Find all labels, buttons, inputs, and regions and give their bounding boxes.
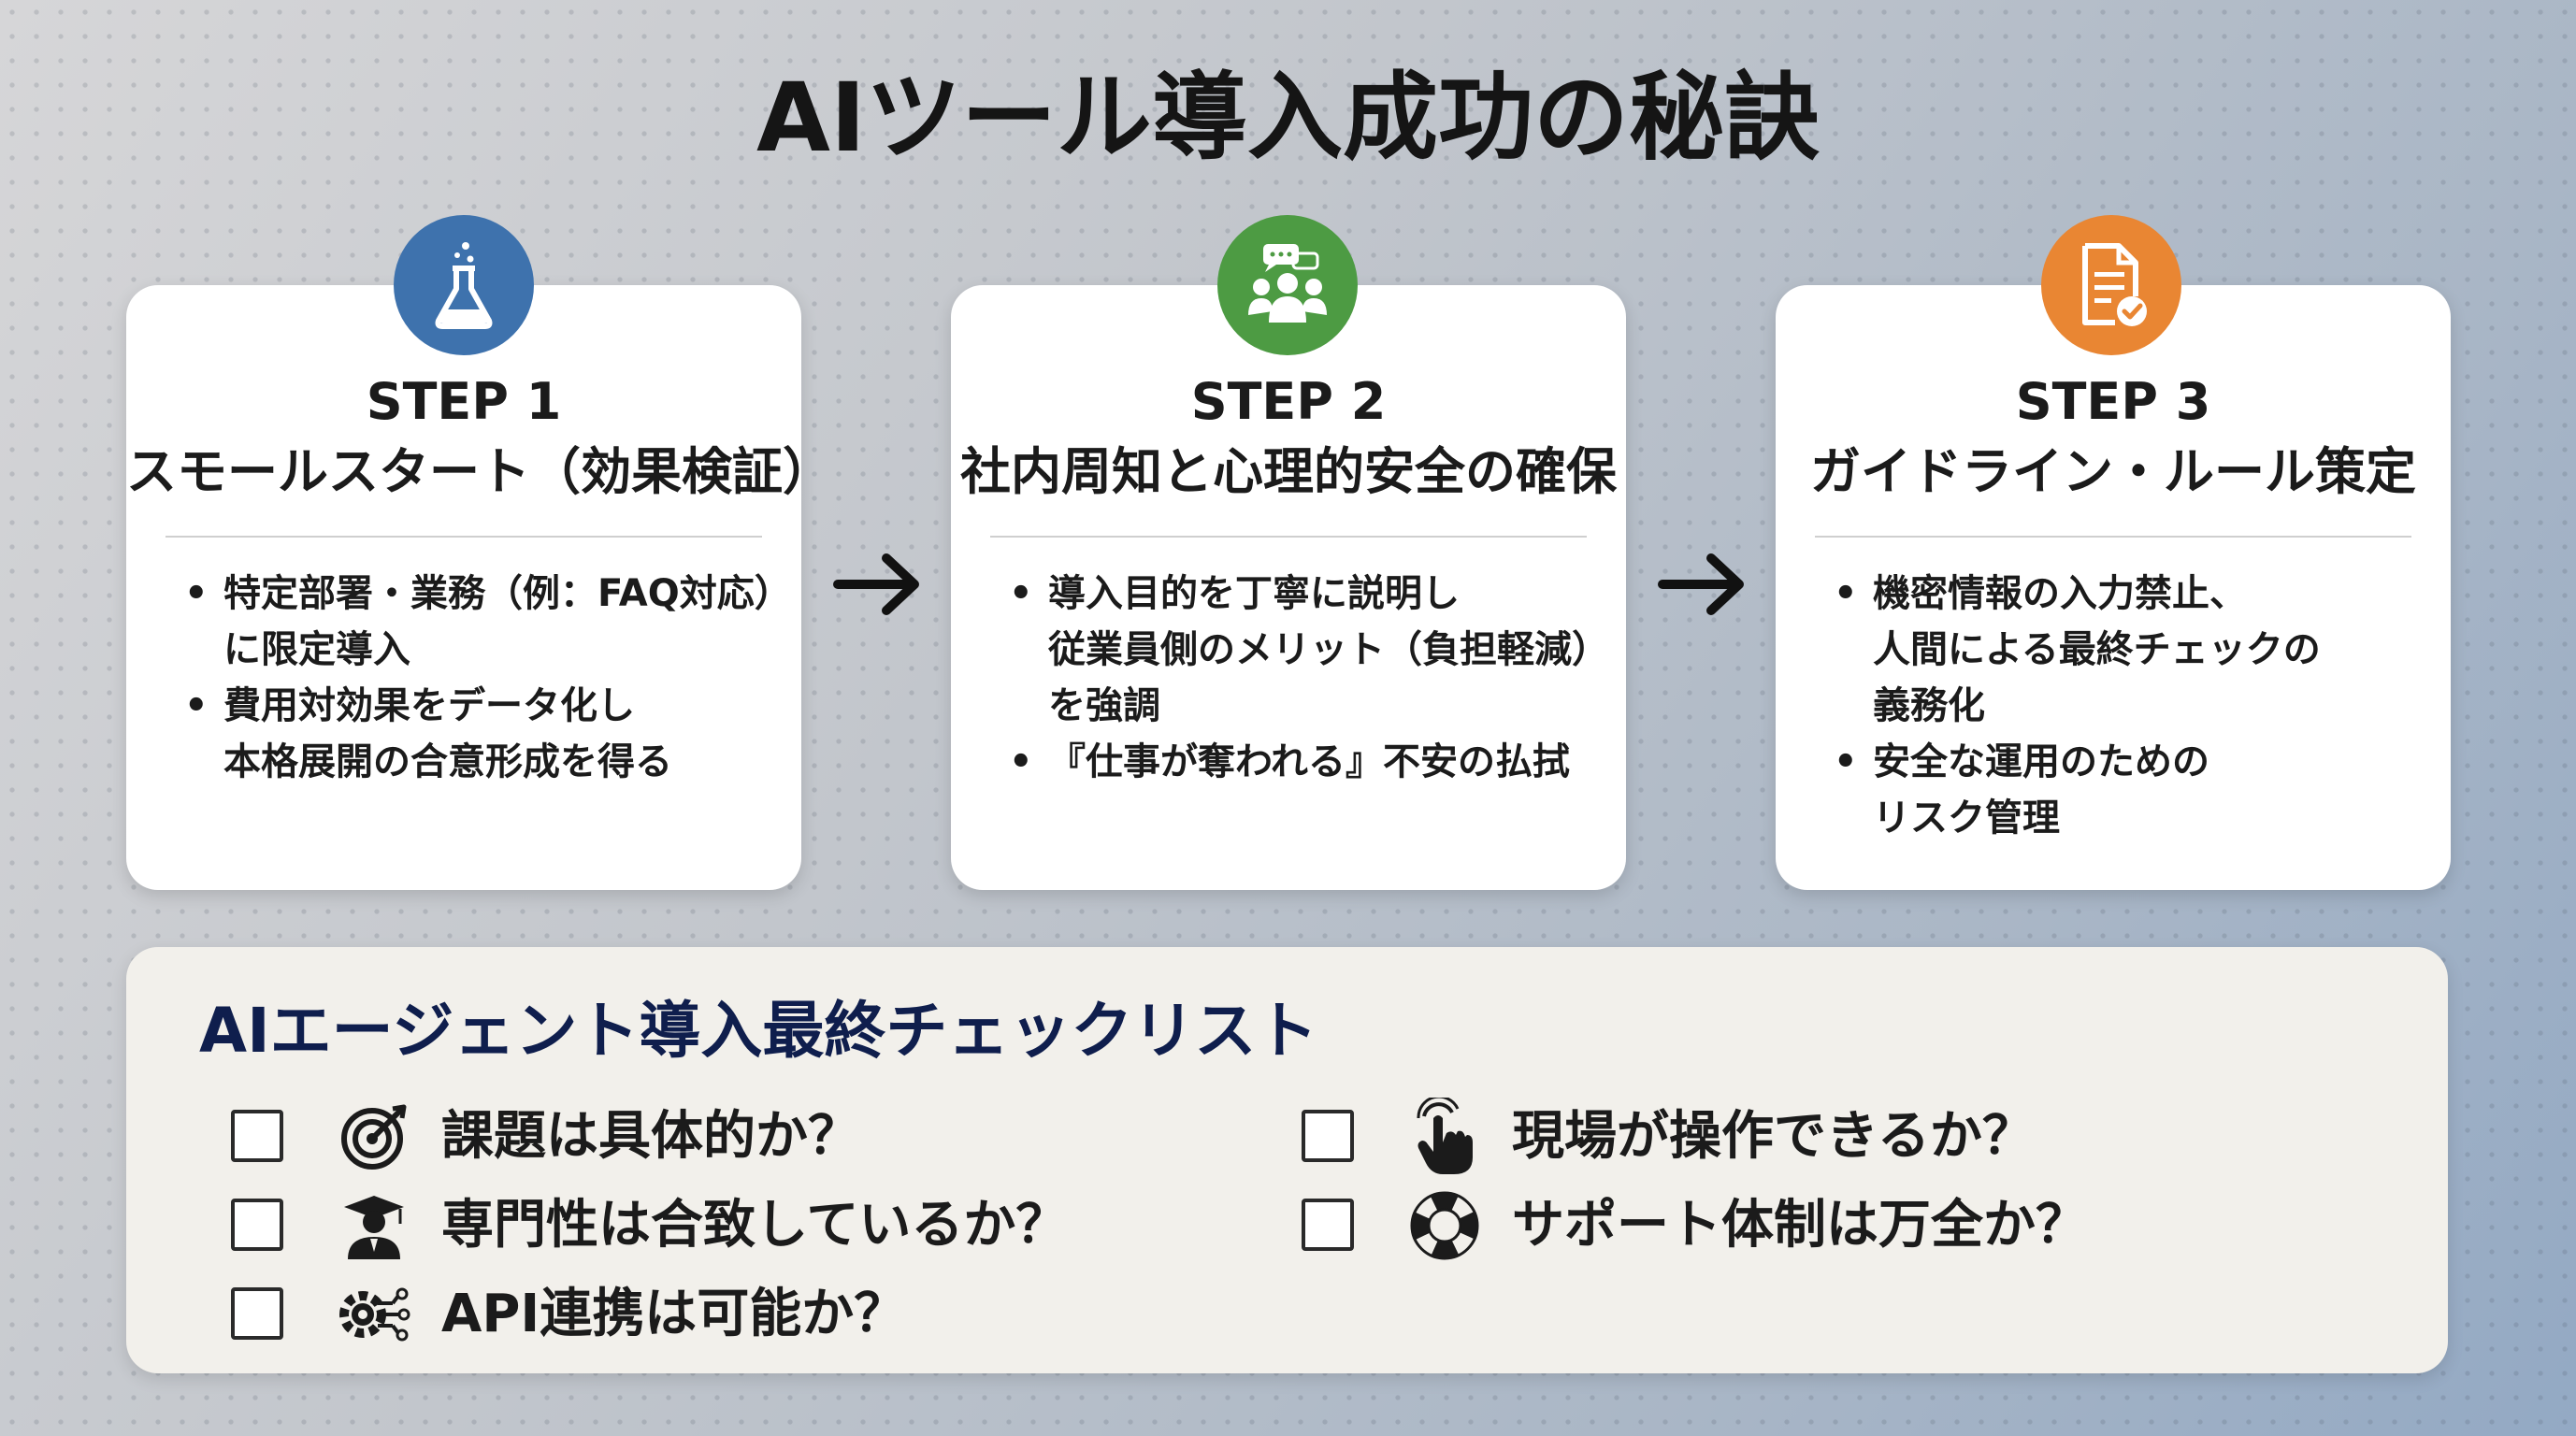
step2-card: STEP 2 社内周知と心理的安全の確保 導入目的を丁寧に説明し 従業員側のメリ…: [951, 285, 1626, 890]
step3-icon-badge: [2041, 215, 2181, 355]
checkbox[interactable]: [1302, 1110, 1354, 1162]
step2-heading: 社内周知と心理的安全の確保: [960, 442, 1617, 501]
arrow-right-icon: [1658, 553, 1744, 615]
touch-hand-icon: [1417, 1098, 1473, 1174]
checkbox[interactable]: [231, 1199, 283, 1251]
step3-bullet-2: 安全な運用のための リスク管理: [1834, 734, 2432, 846]
step2-divider: [990, 536, 1587, 538]
checkbox[interactable]: [231, 1110, 283, 1162]
step3-heading: ガイドライン・ルール策定: [1810, 442, 2416, 501]
step3-bullets: 機密情報の入力禁止、 人間による最終チェックの 義務化 安全な運用のための リス…: [1834, 566, 2432, 846]
arrow-right-icon: [833, 553, 919, 615]
lifebuoy-icon: [1410, 1191, 1479, 1260]
checklist-item-label: 課題は具体的か？: [441, 1106, 860, 1167]
step1-card: STEP 1 スモールスタート（効果検証） 特定部署・業務（例：FAQ対応） に…: [126, 285, 833, 890]
document-check-icon: [2082, 243, 2147, 326]
checklist-item-label: 専門性は合致しているか？: [441, 1195, 1069, 1256]
checklist-item[interactable]: サポート体制は万全か？: [1302, 1185, 2237, 1270]
checklist-item-label: サポート体制は万全か？: [1512, 1195, 2088, 1256]
checklist-item-label: API連携は可能か？: [441, 1284, 907, 1344]
checkbox[interactable]: [1302, 1199, 1354, 1251]
step2-bullet-2: 『仕事が奪われる』不安の払拭: [1009, 734, 1607, 790]
step1-divider: [165, 536, 762, 538]
step2-label: STEP 2: [1190, 372, 1387, 431]
checklist-item-label: 現場が操作できるか？: [1512, 1106, 2035, 1167]
checklist-item[interactable]: 専門性は合致しているか？: [231, 1185, 1166, 1270]
step3-card: STEP 3 ガイドライン・ルール策定 機密情報の入力禁止、 人間による最終チェ…: [1776, 285, 2451, 890]
step1-label: STEP 1: [366, 372, 562, 431]
step1-icon-badge: [394, 215, 534, 355]
step3-bullet-1: 機密情報の入力禁止、 人間による最終チェックの 義務化: [1834, 566, 2432, 734]
graduate-icon: [344, 1196, 404, 1259]
page-title: AIツール導入成功の秘訣: [756, 63, 1820, 174]
team-chat-icon: [1248, 244, 1327, 323]
checkbox[interactable]: [231, 1287, 283, 1340]
checklist-title: AIエージェント導入最終チェックリスト: [199, 995, 1318, 1067]
step1-bullet-1: 特定部署・業務（例：FAQ対応） に限定導入: [184, 566, 792, 678]
step3-label: STEP 3: [2015, 372, 2211, 431]
step2-icon-badge: [1217, 215, 1358, 355]
checklist-panel: AIエージェント導入最終チェックリスト 課題は具体的か？ 専門性は: [126, 947, 2448, 1373]
step2-bullets: 導入目的を丁寧に説明し 従業員側のメリット（負担軽減） を強調 『仕事が奪われる…: [1009, 566, 1609, 790]
checklist-item[interactable]: 現場が操作できるか？: [1302, 1097, 2237, 1181]
step1-bullet-2: 費用対効果をデータ化し 本格展開の合意形成を得る: [184, 678, 783, 790]
step1-heading: スモールスタート（効果検証）: [126, 442, 833, 501]
flask-icon: [435, 242, 493, 329]
checklist-item[interactable]: 課題は具体的か？: [231, 1097, 1166, 1181]
step2-bullet-1: 導入目的を丁寧に説明し 従業員側のメリット（負担軽減） を強調: [1009, 566, 1609, 734]
step3-divider: [1815, 536, 2411, 538]
target-icon: [341, 1104, 407, 1170]
gear-network-icon: [339, 1287, 410, 1342]
checklist-item[interactable]: API連携は可能か？: [231, 1274, 1166, 1358]
step1-bullets: 特定部署・業務（例：FAQ対応） に限定導入 費用対効果をデータ化し 本格展開の…: [184, 566, 792, 790]
